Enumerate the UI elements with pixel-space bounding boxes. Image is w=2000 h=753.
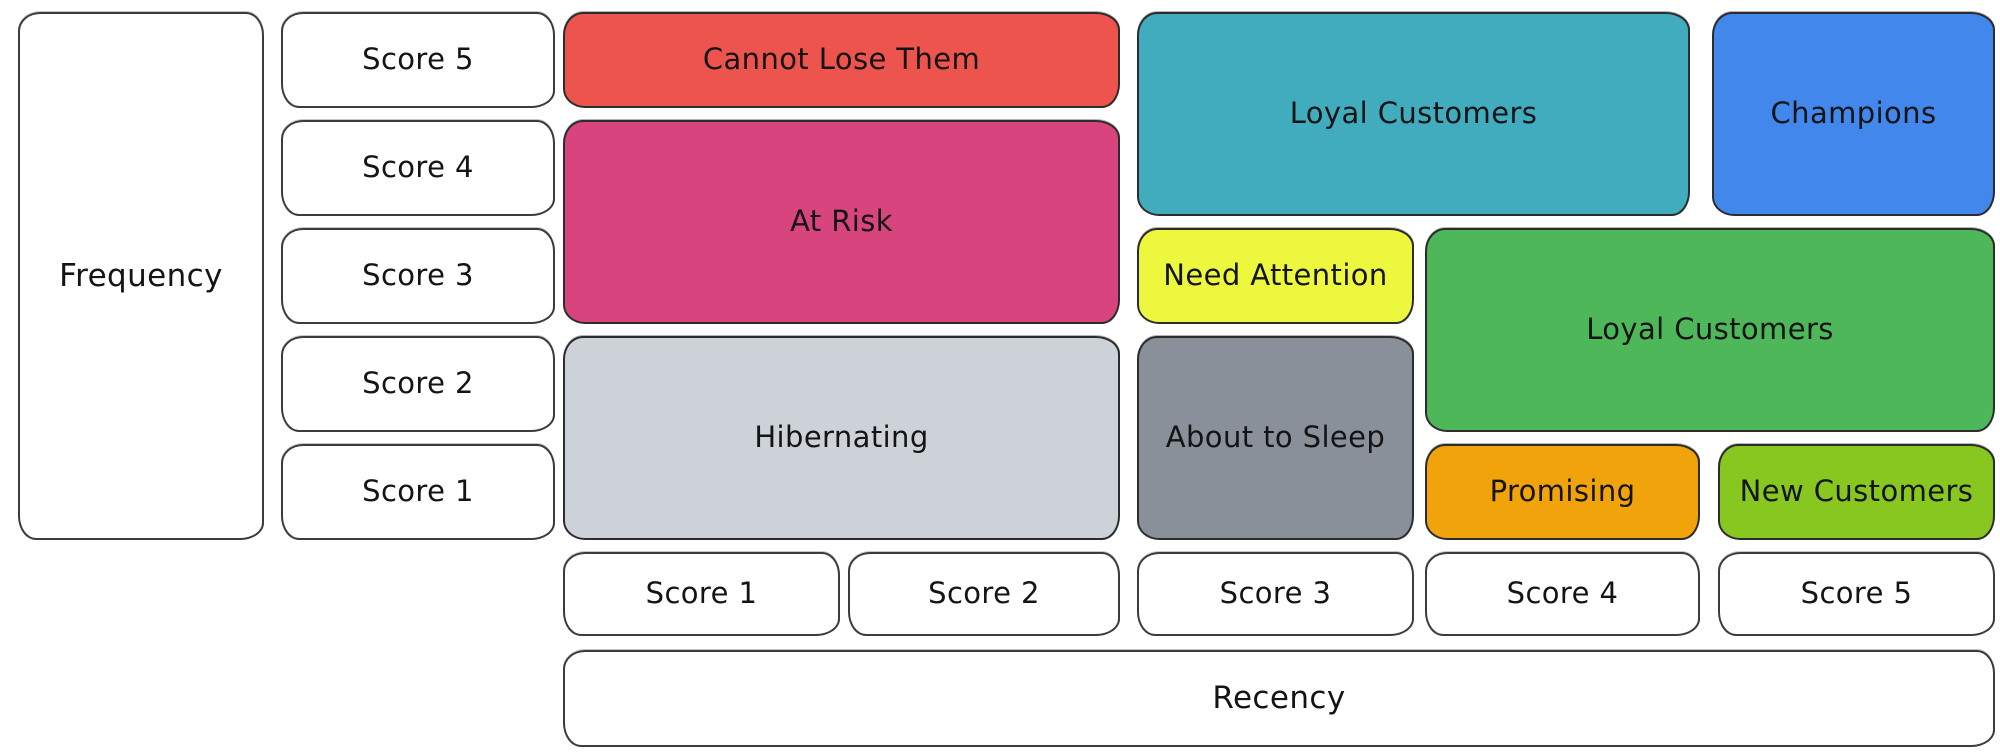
segment-promising: Promising bbox=[1425, 444, 1700, 540]
segment-new-customers: New Customers bbox=[1718, 444, 1995, 540]
segment-loyal-customers-green: Loyal Customers bbox=[1425, 228, 1995, 432]
frequency-score-2: Score 2 bbox=[281, 336, 555, 432]
segment-loyal-customers-teal: Loyal Customers bbox=[1137, 12, 1690, 216]
recency-score-3: Score 3 bbox=[1137, 552, 1414, 636]
segment-cannot-lose-them: Cannot Lose Them bbox=[563, 12, 1120, 108]
segment-need-attention: Need Attention bbox=[1137, 228, 1414, 324]
recency-axis-label: Recency bbox=[563, 650, 1995, 747]
recency-score-1: Score 1 bbox=[563, 552, 840, 636]
frequency-score-1: Score 1 bbox=[281, 444, 555, 540]
segment-about-to-sleep: About to Sleep bbox=[1137, 336, 1414, 540]
segment-hibernating: Hibernating bbox=[563, 336, 1120, 540]
recency-score-2: Score 2 bbox=[848, 552, 1120, 636]
segment-at-risk: At Risk bbox=[563, 120, 1120, 324]
frequency-score-3: Score 3 bbox=[281, 228, 555, 324]
frequency-score-5: Score 5 bbox=[281, 12, 555, 108]
frequency-axis-label: Frequency bbox=[18, 12, 264, 540]
frequency-score-4: Score 4 bbox=[281, 120, 555, 216]
recency-score-4: Score 4 bbox=[1425, 552, 1700, 636]
segment-champions: Champions bbox=[1712, 12, 1995, 216]
recency-score-5: Score 5 bbox=[1718, 552, 1995, 636]
